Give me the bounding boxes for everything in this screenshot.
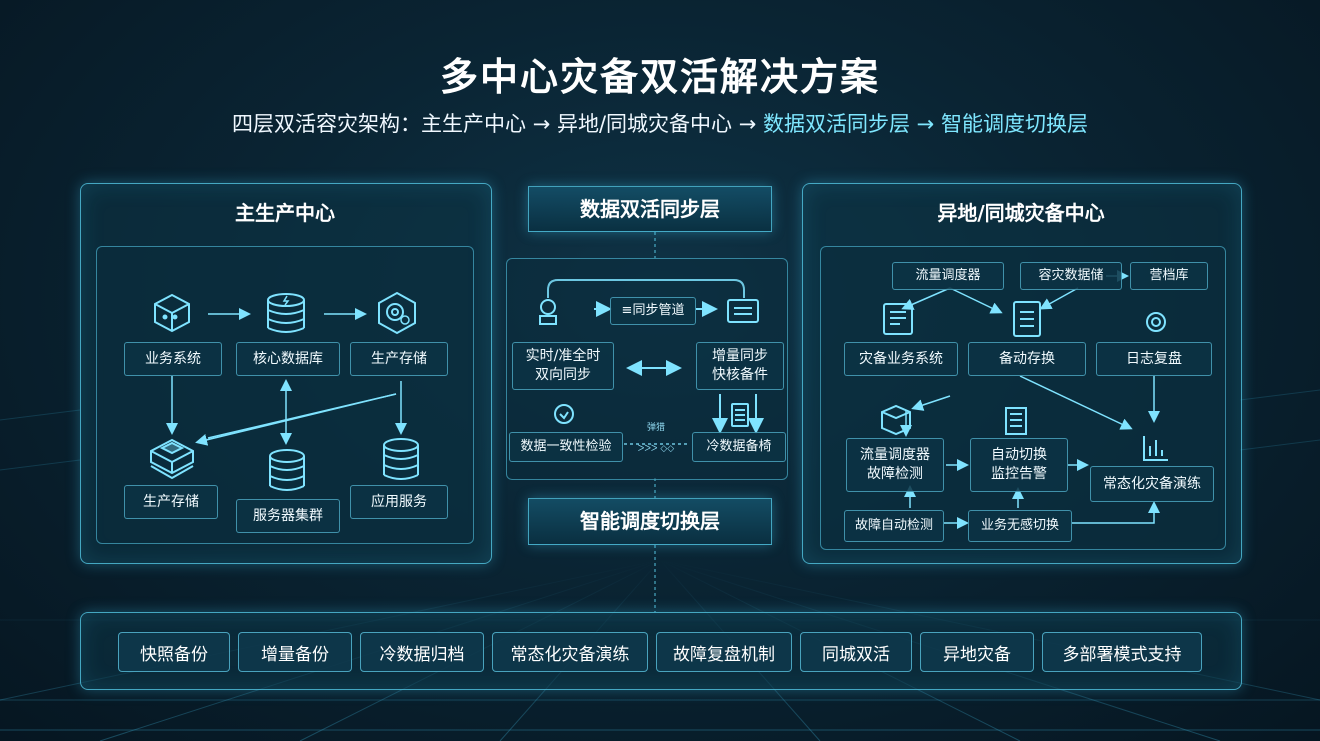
sync-pipe[interactable]: ≡同步管道 — [610, 297, 696, 325]
node-auto-fault-detect[interactable]: 故障自动检测 — [844, 510, 944, 542]
page-title: 多中心灾备双活解决方案 — [439, 55, 880, 99]
main-production-title: 主生产中心 — [235, 201, 335, 225]
node-traffic-fault-detect[interactable]: 流量调度器 故障检测 — [846, 438, 944, 492]
top-label-dr-data-store[interactable]: 容灾数据储 — [1020, 262, 1122, 290]
feature-cold-archive[interactable]: 冷数据归档 — [360, 632, 484, 672]
node-cold-data[interactable]: 冷数据备椅 — [692, 432, 786, 462]
top-label-traffic-scheduler[interactable]: 流量调度器 — [892, 262, 1004, 290]
pipe-icon: ≡ — [621, 303, 633, 319]
node-application-service[interactable]: 应用服务 — [350, 485, 448, 519]
platform-icon — [150, 438, 194, 480]
feature-snapshot-backup[interactable]: 快照备份 — [118, 632, 230, 672]
node-auto-switch-alert[interactable]: 自动切换 监控告警 — [970, 438, 1068, 492]
feature-fault-review[interactable]: 故障复盘机制 — [656, 632, 792, 672]
node-routine-drill[interactable]: 常态化灾备演练 — [1090, 466, 1214, 502]
main-production-connectors — [166, 308, 407, 446]
feature-remote-dr[interactable]: 异地灾备 — [920, 632, 1034, 672]
sync-layer-banner: 数据双活同步层 — [528, 186, 772, 232]
node-business-system[interactable]: 业务系统 — [124, 342, 222, 376]
top-label-archive-store[interactable]: 营档库 — [1130, 262, 1208, 290]
node-server-cluster[interactable]: 服务器集群 — [236, 499, 340, 533]
database-icon — [269, 449, 305, 491]
switch-layer-banner: 智能调度切换层 — [528, 498, 772, 545]
page-subtitle: 四层双活容灾架构：主生产中心 → 异地/同城灾备中心 → 数据双活同步层 → 智… — [232, 112, 1088, 136]
database-icon — [383, 438, 419, 480]
database-icon — [267, 293, 305, 333]
node-log-review[interactable]: 日志复盘 — [1096, 342, 1212, 376]
feature-routine-drill[interactable]: 常态化灾备演练 — [492, 632, 648, 672]
feature-multi-deploy[interactable]: 多部署模式支持 — [1042, 632, 1202, 672]
sync-mini-flow: ᐳᐳᐳ ◇◇ — [637, 444, 675, 454]
node-seamless-switch[interactable]: 业务无感切换 — [968, 510, 1072, 542]
node-realtime-sync[interactable]: 实时/准全时 双向同步 — [512, 342, 614, 390]
node-core-database[interactable]: 核心数据库 — [236, 342, 340, 376]
feature-same-city-active[interactable]: 同城双活 — [800, 632, 912, 672]
dr-center-connectors — [881, 270, 1168, 529]
feature-incremental-backup[interactable]: 增量备份 — [238, 632, 352, 672]
node-production-storage[interactable]: 生产存储 — [124, 485, 218, 519]
node-backup-storage-switch[interactable]: 备动存换 — [968, 342, 1086, 376]
sync-layer-connectors — [539, 279, 764, 445]
node-consistency-check[interactable]: 数据一致性检验 — [509, 432, 623, 462]
sync-mini-label: 弹猎 — [646, 423, 665, 433]
cube-icon — [154, 293, 190, 333]
dr-center-title: 异地/同城灾备中心 — [937, 201, 1105, 225]
node-dr-business-system[interactable]: 灾备业务系统 — [844, 342, 958, 376]
node-incremental-sync[interactable]: 增量同步 快核备件 — [696, 342, 784, 390]
storage-icon — [378, 291, 416, 335]
node-production-storage-top[interactable]: 生产存储 — [350, 342, 448, 376]
